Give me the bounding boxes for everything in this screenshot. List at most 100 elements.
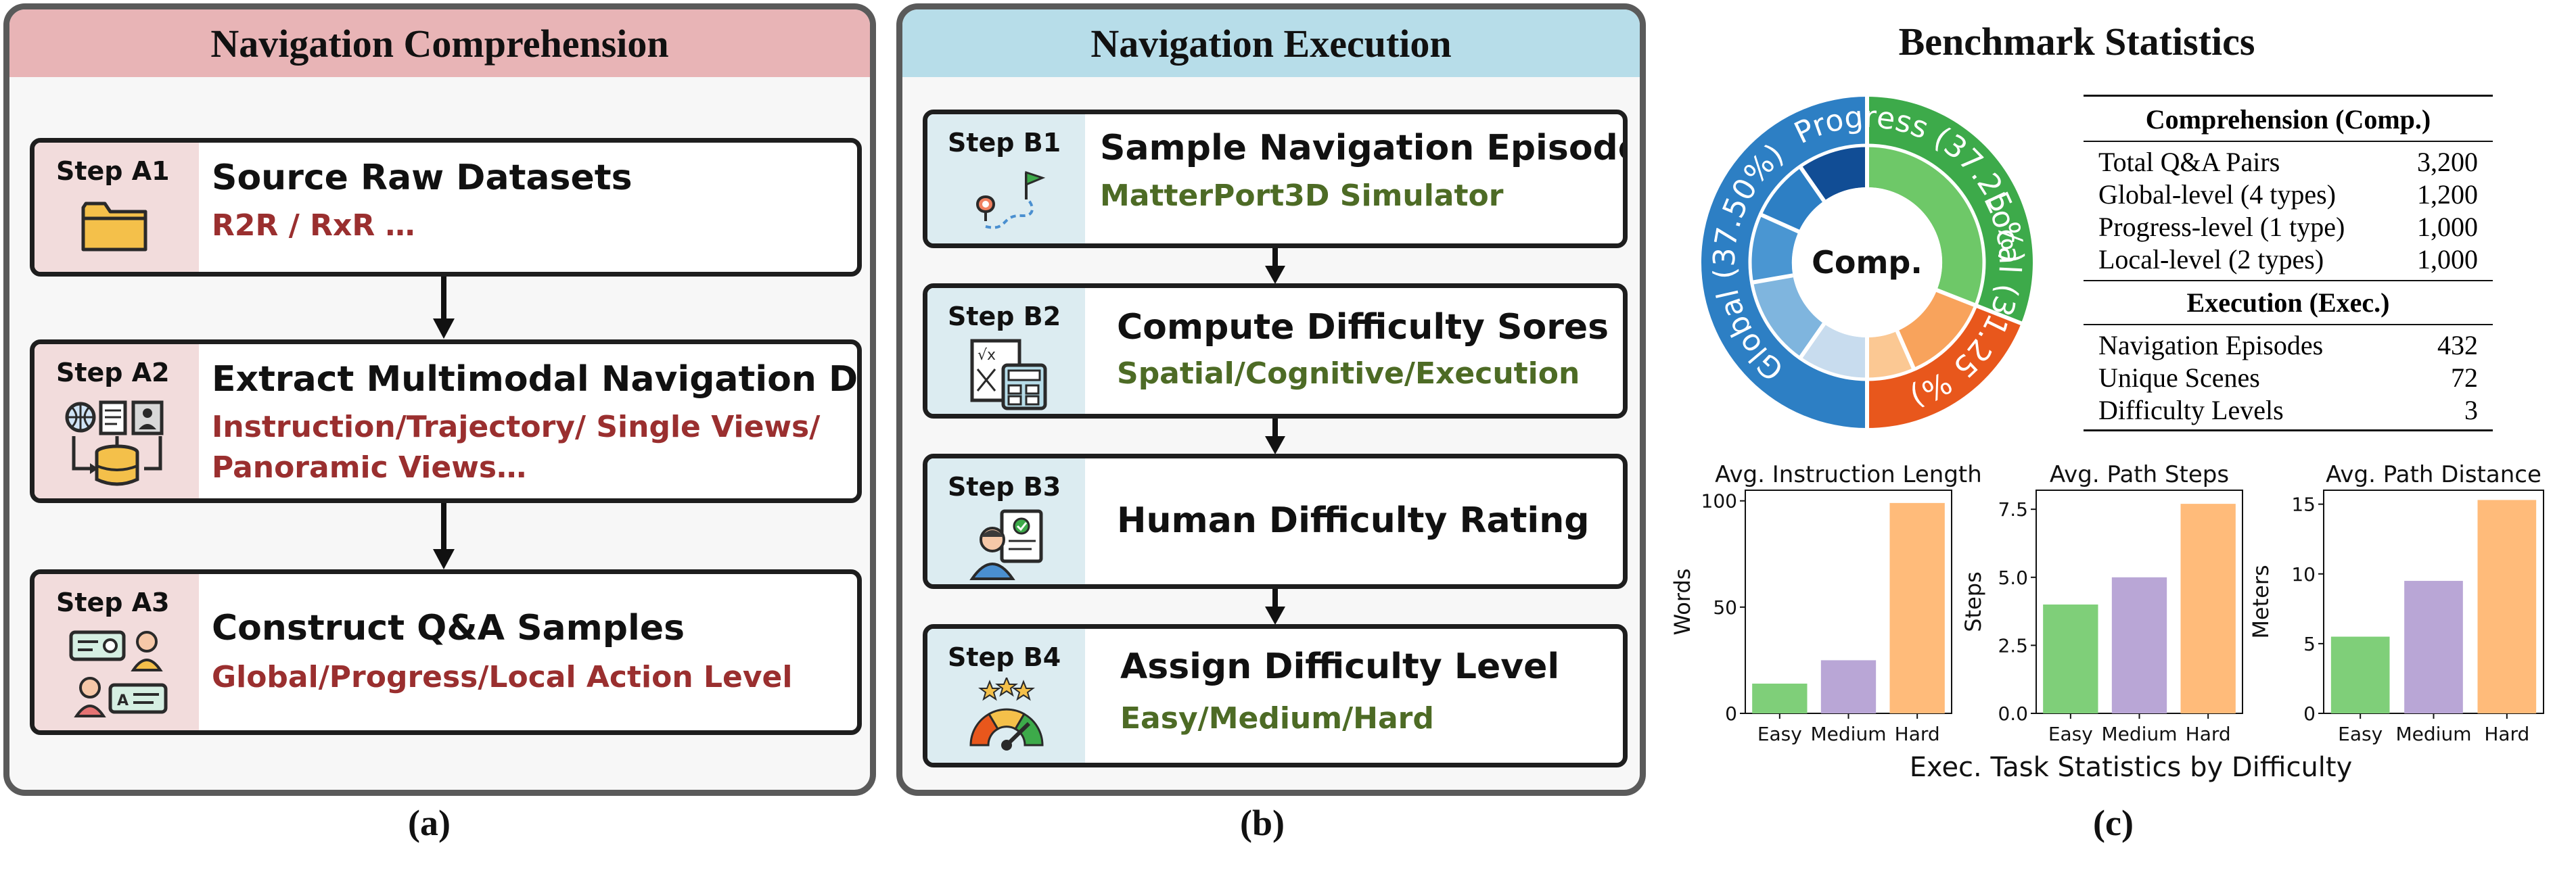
panel-navigation-comprehension: Navigation Comprehension Step A1 Source … xyxy=(3,3,876,796)
step-b4-box: Step B4 Assign Difficulty Level Easy/Med… xyxy=(923,624,1628,767)
step-b1-title: Sample Navigation Episodes xyxy=(1100,128,1628,168)
table-row-name: Local-level (2 types) xyxy=(2098,244,2324,275)
y-tick-label: 50 xyxy=(1713,596,1737,619)
x-tick-label: Medium xyxy=(2102,723,2178,745)
x-tick-label: Medium xyxy=(2396,723,2472,745)
table-row: Local-level (2 types) 1,000 xyxy=(2084,243,2493,276)
table-row-value: 3 xyxy=(2464,395,2478,425)
x-tick-label: Easy xyxy=(2048,723,2093,745)
step-a1-subtitle: R2R / RxR … xyxy=(212,208,415,243)
table-row: Unique Scenes 72 xyxy=(2084,362,2493,394)
bar-medium xyxy=(2111,577,2167,713)
table-row-name: Progress-level (1 type) xyxy=(2098,212,2345,242)
y-tick-label: 0 xyxy=(2303,703,2316,725)
map-route-icon xyxy=(976,170,1046,229)
chart-title: Avg. Instruction Length xyxy=(1715,461,1982,488)
svg-text:A: A xyxy=(117,692,129,709)
table-row-value: 1,000 xyxy=(2417,212,2478,242)
folder-icon xyxy=(81,202,147,252)
table-row-value: 3,200 xyxy=(2417,147,2478,177)
bar-medium xyxy=(1820,660,1877,713)
table-row-value: 72 xyxy=(2451,362,2478,393)
arrow-b1-b2 xyxy=(1265,248,1285,284)
bar-hard xyxy=(2180,504,2236,713)
table-row: Global-level (4 types) 1,200 xyxy=(2084,179,2493,211)
step-a1-label: Step A1 xyxy=(56,156,170,186)
svg-text:√x: √x xyxy=(978,347,996,364)
y-tick-label: 15 xyxy=(2291,494,2316,516)
step-a2-label: Step A2 xyxy=(56,358,170,387)
benchmark-stats-table: Comprehension (Comp.) Total Q&A Pairs 3,… xyxy=(2084,95,2493,431)
step-b3-label: Step B3 xyxy=(948,472,1061,502)
table-row: Difficulty Levels 3 xyxy=(2084,394,2493,427)
x-tick-label: Hard xyxy=(2484,723,2529,745)
y-tick-label: 5 xyxy=(2303,633,2316,655)
x-tick-label: Easy xyxy=(2338,723,2383,745)
table-row: Total Q&A Pairs 3,200 xyxy=(2084,146,2493,179)
chart-ylabel: Meters xyxy=(2248,565,2274,638)
bar-easy xyxy=(2043,605,2098,713)
calculator-math-icon: √x xyxy=(970,339,1047,410)
step-a2-title: Extract Multimodal Navigation Data xyxy=(212,359,862,400)
step-b2-title: Compute Difficulty Sores xyxy=(1117,307,1609,348)
step-a2-subtitle-line1: Instruction/Trajectory/ Single Views/ xyxy=(212,410,821,444)
bar-medium xyxy=(2404,581,2463,713)
table-row-name: Total Q&A Pairs xyxy=(2098,147,2280,177)
y-tick-label: 10 xyxy=(2291,563,2316,586)
arrow-b2-b3 xyxy=(1265,419,1285,454)
table-row: Navigation Episodes 432 xyxy=(2084,329,2493,362)
comp-table-rows: Total Q&A Pairs 3,200 Global-level (4 ty… xyxy=(2084,142,2493,280)
bar-easy xyxy=(2330,636,2390,713)
step-b1-box: Step B1 Sample Navigation Episodes Matte… xyxy=(923,110,1628,248)
exec-table-header: Execution (Exec.) xyxy=(2084,281,2493,325)
step-b3-box: Step B3 Human Difficulty Rating xyxy=(923,454,1628,589)
donut-center-label: Comp. xyxy=(1812,244,1923,281)
chart-ylabel: Words xyxy=(1670,569,1695,636)
step-a3-subtitle: Global/Progress/Local Action Level xyxy=(212,660,793,694)
table-row-value: 1,200 xyxy=(2417,179,2478,210)
y-tick-label: 100 xyxy=(1701,490,1737,513)
chart-title: Avg. Path Distance xyxy=(2326,461,2542,488)
qa-chat-icon: A xyxy=(69,630,168,717)
comp-table-header: Comprehension (Comp.) xyxy=(2084,97,2493,142)
panel-navigation-execution: Navigation Execution Step B1 Sample Navi… xyxy=(896,3,1646,796)
human-rating-icon xyxy=(969,509,1043,580)
step-a3-label: Step A3 xyxy=(56,588,170,617)
bar-charts-xlabel: Exec. Task Statistics by Difficulty xyxy=(1909,752,2353,783)
table-row-value: 432 xyxy=(2437,330,2478,360)
difficulty-gauge-icon xyxy=(969,678,1044,751)
y-tick-label: 0.0 xyxy=(1998,703,2028,725)
chart-ylabel: Steps xyxy=(1960,571,1986,632)
step-b4-label: Step B4 xyxy=(948,642,1061,672)
step-a1-box: Step A1 Source Raw Datasets R2R / RxR … xyxy=(30,138,862,277)
multimodal-data-icon xyxy=(65,400,164,486)
table-row-value: 1,000 xyxy=(2417,244,2478,275)
panel-b-title: Navigation Execution xyxy=(902,9,1640,77)
x-tick-label: Hard xyxy=(2186,723,2231,745)
exec-table-rows: Navigation Episodes 432 Unique Scenes 72… xyxy=(2084,325,2493,429)
step-b4-subtitle: Easy/Medium/Hard xyxy=(1120,701,1434,736)
bar-hard xyxy=(1889,502,1945,713)
arrow-a2-a3 xyxy=(433,503,455,569)
arrow-b3-b4 xyxy=(1265,589,1285,625)
x-tick-label: Medium xyxy=(1811,723,1887,745)
table-row-name: Navigation Episodes xyxy=(2098,330,2324,360)
step-b3-title: Human Difficulty Rating xyxy=(1117,500,1590,541)
panel-c-caption: (c) xyxy=(2093,803,2134,843)
step-b1-label: Step B1 xyxy=(948,128,1061,158)
step-b4-title: Assign Difficulty Level xyxy=(1120,646,1560,687)
step-a3-title: Construct Q&A Samples xyxy=(212,608,685,648)
step-b2-label: Step B2 xyxy=(948,302,1061,331)
panel-a-caption: (a) xyxy=(408,803,451,843)
panel-c-title: Benchmark Statistics xyxy=(1898,20,2255,64)
y-tick-label: 7.5 xyxy=(1998,498,2028,521)
table-row-name: Global-level (4 types) xyxy=(2098,179,2336,210)
panel-b-caption: (b) xyxy=(1240,803,1285,843)
step-a2-box: Step A2 Extract Multimodal Navigation Da… xyxy=(30,339,862,503)
step-a2-subtitle-line2: Panoramic Views… xyxy=(212,450,527,485)
step-b2-box: Step B2 √x Compute Difficulty Sores Spat… xyxy=(923,283,1628,419)
x-tick-label: Easy xyxy=(1757,723,1802,745)
table-row: Progress-level (1 type) 1,000 xyxy=(2084,211,2493,243)
step-a1-title: Source Raw Datasets xyxy=(212,158,632,198)
